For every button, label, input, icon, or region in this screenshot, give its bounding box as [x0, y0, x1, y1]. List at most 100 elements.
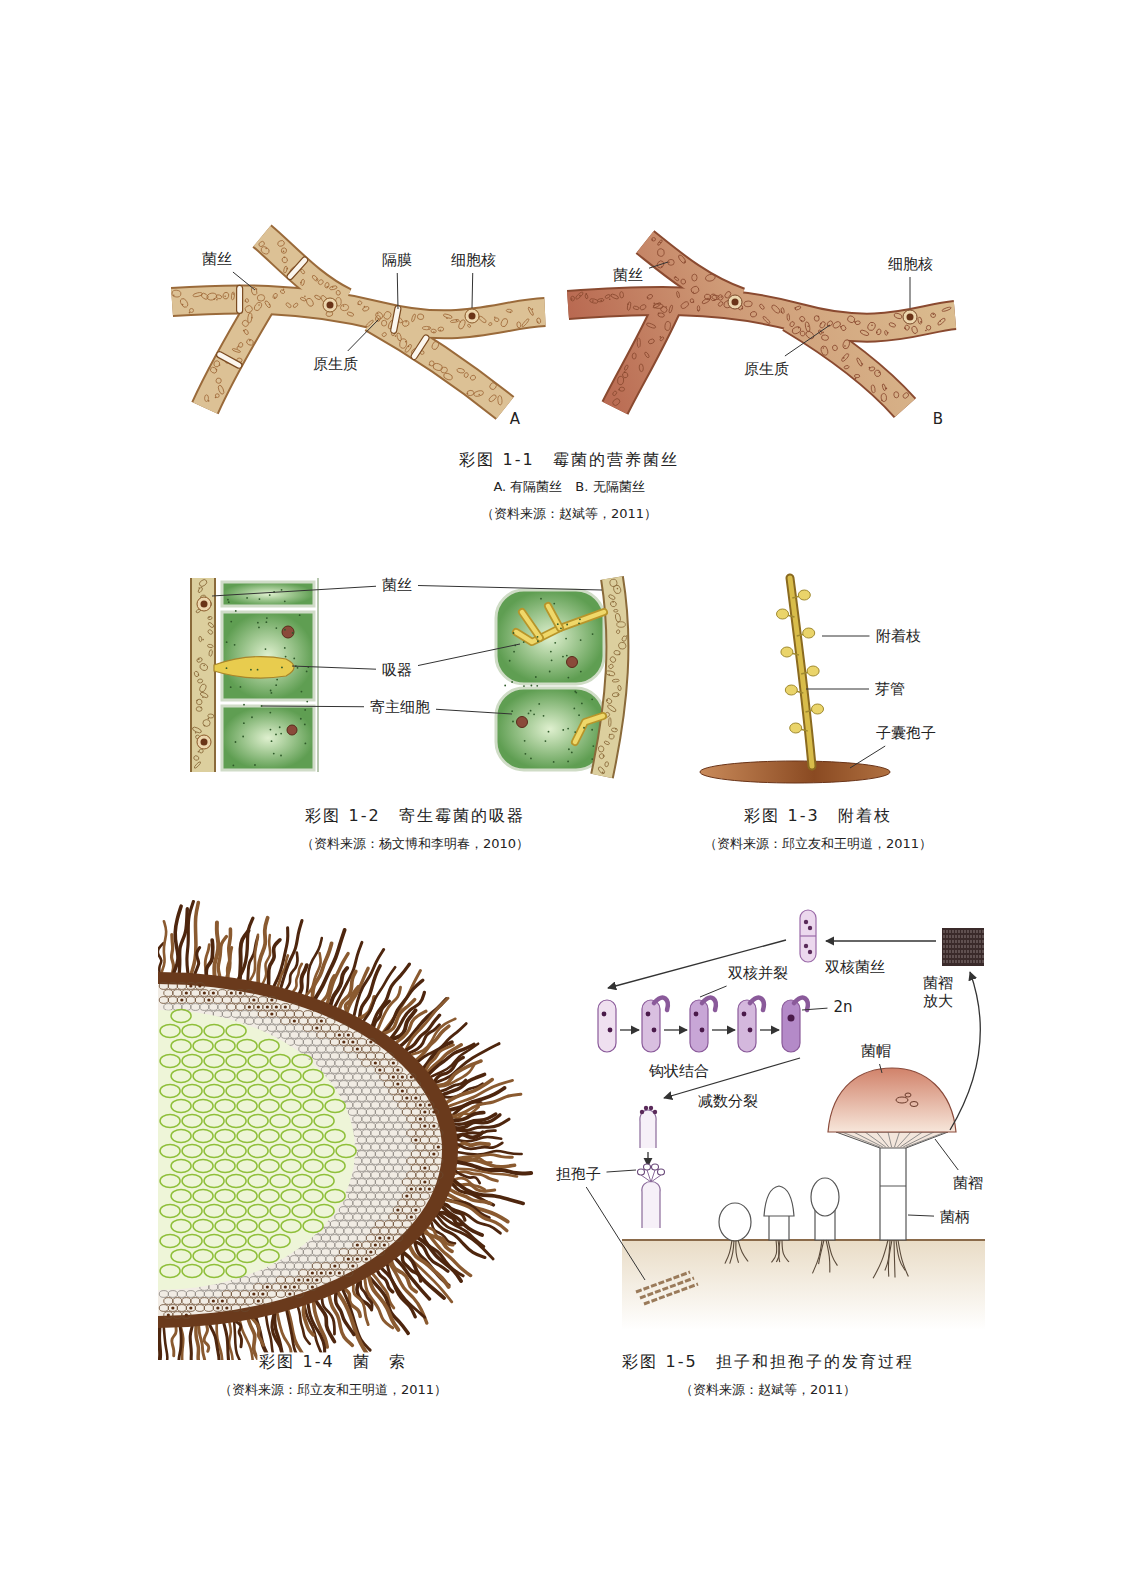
rhizomorph-section [335, 1270, 344, 1277]
hypha-drawing [281, 256, 288, 263]
rhizomorph-section [342, 1040, 345, 1043]
haustorium-drawing [604, 761, 608, 767]
haustorium-drawing [282, 626, 294, 638]
hypha-drawing [575, 291, 584, 300]
rhizomorph-section [393, 1221, 402, 1228]
hypha-drawing [517, 322, 522, 328]
rhizomorph-section [249, 1277, 258, 1284]
rhizomorph-section [325, 1130, 345, 1143]
basidium-cycle-drawing [944, 930, 945, 964]
rhizomorph-section [281, 1032, 290, 1039]
rhizomorph-section [317, 1018, 326, 1025]
part-label: 菌丝 [380, 576, 414, 594]
rhizomorph-section [215, 1220, 235, 1233]
rhizomorph-section [182, 1205, 202, 1218]
basidium-cycle-drawing [788, 1015, 795, 1022]
rhizomorph-section [226, 1025, 246, 1038]
haustorium-drawing [202, 697, 204, 699]
rhizomorph-section [420, 1109, 429, 1116]
figure-caption: 彩图 1-5 担子和担孢子的发育过程 [620, 1352, 915, 1371]
rhizomorph-section [222, 997, 231, 1004]
rhizomorph-section [362, 1158, 371, 1165]
rhizomorph-section [366, 1137, 375, 1144]
rhizomorph-section [411, 1095, 420, 1102]
rhizomorph-section [314, 1085, 334, 1098]
rhizomorph-section [362, 1074, 371, 1081]
basidium-cycle-drawing [826, 940, 936, 941]
rhizomorph-section [218, 1284, 227, 1291]
part-label: 原生质 [311, 355, 360, 373]
rhizomorph-section [419, 1117, 422, 1120]
rhizomorph-section [339, 1039, 348, 1046]
rhizomorph-section [276, 1011, 285, 1018]
hypha-drawing [243, 330, 245, 332]
rhizomorph-section [416, 1186, 425, 1193]
basidium-cycle-drawing [877, 1132, 889, 1147]
hypha-drawing [231, 292, 235, 300]
haustorium-drawing [193, 755, 199, 761]
rhizomorph-section [438, 1064, 474, 1087]
haustorium-drawing [619, 654, 621, 656]
rhizomorph-section [357, 1193, 366, 1200]
hypha-drawing [245, 298, 249, 302]
haustorium-drawing [537, 640, 539, 642]
part-label: 菌柄 [938, 1208, 972, 1226]
rhizomorph-section [299, 1284, 308, 1291]
haustorium-drawing [608, 674, 610, 676]
hypha-drawing [214, 298, 216, 300]
hypha-drawing [172, 299, 545, 324]
basidium-cycle-drawing [651, 1175, 661, 1182]
rhizomorph-section [193, 1190, 213, 1203]
basidium-cycle-drawing [644, 1164, 651, 1170]
rhizomorph-section [429, 1137, 438, 1144]
rhizomorph-section [321, 1067, 330, 1074]
rhizomorph-section [351, 1264, 354, 1267]
rhizomorph-section [209, 990, 218, 997]
basidium-cycle-drawing [644, 1284, 698, 1304]
rhizomorph-section [353, 1285, 368, 1325]
rhizomorph-section [281, 1284, 290, 1291]
rhizomorph-section [353, 1074, 362, 1081]
appressorium-drawing [803, 628, 815, 638]
rhizomorph-section [317, 1046, 326, 1053]
rhizomorph-section [398, 1200, 407, 1207]
haustorium-drawing [208, 714, 214, 719]
rhizomorph-section [362, 1214, 371, 1221]
rhizomorph-section [222, 1305, 231, 1312]
basidium-cycle-drawing [873, 1240, 888, 1278]
haustorium-drawing [598, 745, 605, 752]
haustorium-drawing [592, 745, 594, 747]
rhizomorph-section [393, 1151, 402, 1158]
rhizomorph-section [326, 1032, 335, 1039]
basidium-cycle-drawing [620, 1029, 639, 1030]
haustorium-drawing [203, 665, 205, 667]
hypha-drawing [799, 330, 805, 336]
rhizomorph-section [375, 1207, 384, 1214]
part-label: 原生质 [742, 360, 791, 378]
hypha-drawing [189, 312, 191, 314]
rhizomorph-section [204, 1326, 209, 1352]
rhizomorph-section [393, 1095, 402, 1102]
haustorium-drawing [591, 729, 593, 731]
hypha-drawing [741, 308, 743, 310]
hypha-drawing [646, 322, 656, 329]
rhizomorph-section [292, 1085, 312, 1098]
hypha-drawing [750, 311, 758, 318]
rhizomorph-section [204, 1265, 224, 1278]
rhizomorph-section [348, 1249, 357, 1256]
hypha-drawing [680, 279, 686, 285]
basidium-cycle-drawing [646, 1012, 651, 1017]
rhizomorph-section [191, 1298, 200, 1305]
hypha-drawing [832, 321, 842, 329]
hypha-drawing [440, 367, 447, 374]
haustorium-drawing [293, 658, 295, 660]
haustorium-drawing [269, 712, 271, 714]
rhizomorph-section [344, 1228, 353, 1235]
haustorium-drawing [240, 686, 242, 688]
hypha-drawing [882, 384, 886, 391]
hypha-drawing [632, 353, 636, 359]
hypha-drawing [410, 334, 430, 361]
rhizomorph-section [398, 1130, 407, 1137]
rhizomorph-section [259, 1250, 279, 1263]
